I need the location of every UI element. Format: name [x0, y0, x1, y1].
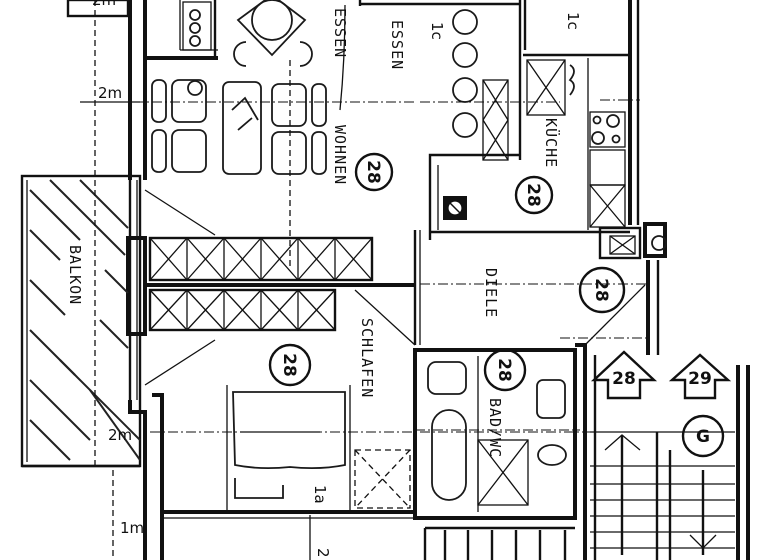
- marker-wohnen: 28: [354, 152, 394, 192]
- room-label-wohnen: WOHNEN: [331, 125, 349, 185]
- walls: [66, 0, 750, 560]
- dining-table: [251, 0, 293, 41]
- svg-text:28: 28: [279, 353, 299, 377]
- marker-stair-29: 29: [668, 353, 732, 400]
- marker-kueche: 28: [514, 175, 554, 215]
- room-label-bad-wc: BAD/WC: [486, 398, 504, 458]
- bathroom-walls: [413, 348, 577, 520]
- room-markers: 28 28 28 28 28 28 29 G: [268, 152, 732, 458]
- bathtub: [431, 409, 467, 501]
- room-labels: ESSEN ESSEN WOHNEN KÜCHE DIELE SCHLAFEN …: [66, 8, 561, 458]
- stairwell: [590, 431, 735, 560]
- dimension-2m-left: 2m: [98, 84, 122, 102]
- svg-text:28: 28: [612, 369, 636, 389]
- dimension-2m-balkon: 2m: [108, 426, 132, 444]
- room-label-essen-2: ESSEN: [388, 20, 406, 70]
- marker-diele: 28: [578, 266, 626, 314]
- stairs-lower: [423, 526, 575, 560]
- room-label-kueche: KÜCHE: [542, 118, 561, 168]
- room-label-essen-1: ESSEN: [331, 8, 349, 58]
- marker-stair-g: G: [681, 414, 725, 458]
- chimney-symbol: [651, 235, 667, 251]
- washbasin: [427, 361, 467, 395]
- wardrobes: [148, 59, 636, 509]
- coffee-table: [222, 81, 262, 175]
- dimensions: 2m 2m 2m 1m 2: [80, 0, 332, 560]
- balcony: [20, 0, 142, 470]
- marker-stair-28: 28: [590, 350, 658, 400]
- label-bed: 1a: [311, 485, 329, 504]
- marker-bad: 28: [483, 348, 527, 392]
- svg-text:28: 28: [523, 183, 543, 207]
- dimension-1m: 1m: [120, 519, 144, 537]
- label-1c-essen: 1c: [428, 22, 446, 40]
- svg-text:G: G: [696, 427, 710, 447]
- svg-text:28: 28: [494, 358, 514, 382]
- room-label-schlafen: SCHLAFEN: [358, 318, 376, 398]
- dimension-bottom-center: 2: [314, 548, 332, 558]
- svg-text:28: 28: [363, 160, 383, 184]
- room-label-balkon: BALKON: [66, 245, 84, 305]
- kitchen-hob: [589, 111, 626, 148]
- sink: [536, 379, 566, 419]
- svg-text:29: 29: [688, 369, 712, 389]
- marker-schlafen: 28: [268, 343, 312, 387]
- toilet: [537, 444, 567, 466]
- bed: [232, 391, 346, 470]
- label-1c-kueche: 1c: [564, 12, 582, 30]
- small-labels: 1c 1c 1a: [311, 12, 582, 504]
- sofa-arm: [151, 79, 167, 123]
- dimension-2m-top: 2m: [92, 0, 116, 9]
- room-label-diele: DIELE: [482, 268, 500, 318]
- svg-text:28: 28: [591, 278, 611, 302]
